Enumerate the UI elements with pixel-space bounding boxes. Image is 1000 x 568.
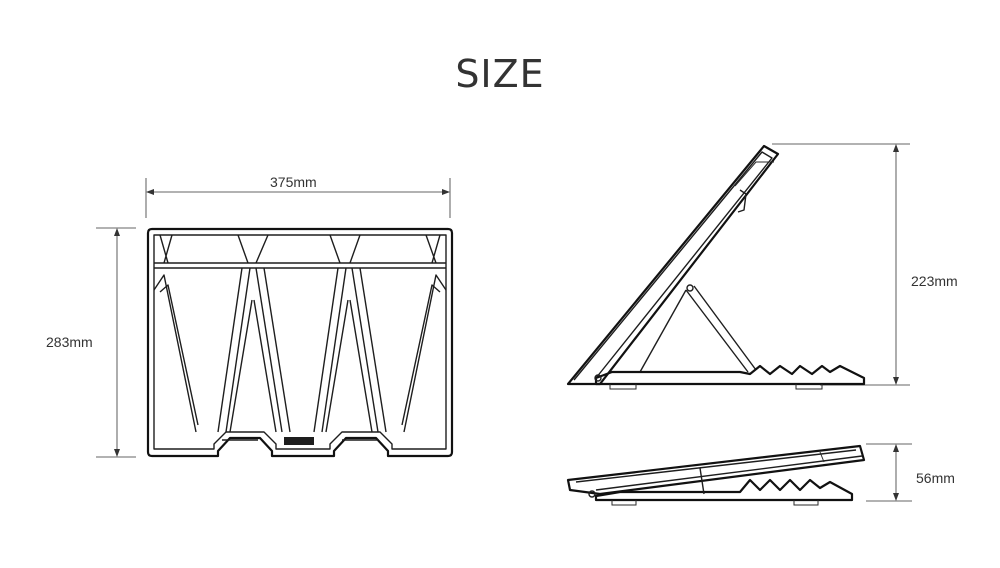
flat-height-dimension-line <box>866 443 912 502</box>
width-dimension-line <box>145 178 451 218</box>
top-view <box>96 178 454 458</box>
stand-frame-top-view <box>146 227 454 458</box>
flat-height-label: 56mm <box>916 470 955 486</box>
side-view-raised <box>566 143 910 390</box>
width-dimension-label: 375mm <box>266 174 321 190</box>
raised-height-label: 223mm <box>911 273 958 289</box>
side-view-flat <box>566 443 912 506</box>
page-title: SIZE <box>455 52 545 96</box>
depth-dimension-label: 283mm <box>46 334 93 350</box>
raised-height-dimension-line <box>772 143 910 386</box>
depth-dimension-line <box>96 227 136 458</box>
brand-plate <box>284 437 314 445</box>
